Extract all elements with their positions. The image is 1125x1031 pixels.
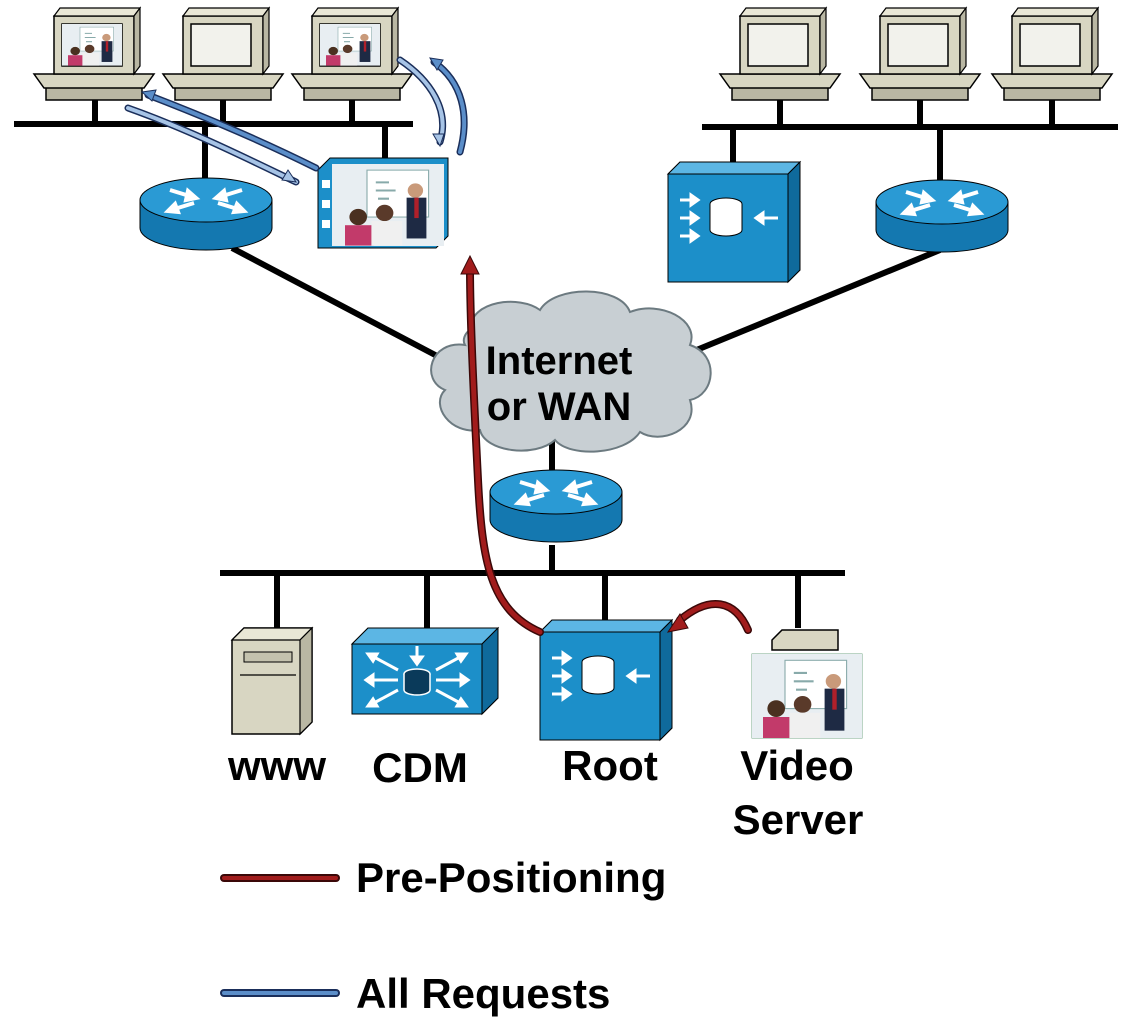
- legend-label-all-requests: All Requests: [356, 970, 611, 1017]
- root-content-engine: [538, 618, 674, 742]
- edge-content-engine: [317, 157, 449, 249]
- router-top-left: [138, 176, 274, 252]
- cdm-device-icon: [350, 626, 500, 716]
- video-server-label-line1: Video: [740, 742, 854, 789]
- root-label: Root: [562, 742, 658, 789]
- client-pc-right-1: [719, 7, 841, 101]
- pre-positioning-arrows: [460, 254, 752, 636]
- www-server-icon: [230, 626, 314, 736]
- all-requests-arrows: [124, 56, 468, 186]
- client-pc-left-1: [33, 7, 155, 101]
- router-core: [488, 468, 624, 544]
- video-server-label-line2: Server: [732, 796, 864, 843]
- client-pc-right-3: [991, 7, 1113, 101]
- legend-label-pre-positioning: Pre-Positioning: [356, 854, 667, 901]
- content-engine-top-right: [666, 160, 802, 284]
- client-pc-right-2: [859, 7, 981, 101]
- network-links: [14, 92, 1118, 630]
- client-pc-left-2: [162, 7, 284, 101]
- www-label: www: [227, 742, 326, 789]
- client-pc-left-3: [291, 7, 413, 101]
- cloud-label-line2: or WAN: [486, 385, 632, 429]
- video-server-icon: [750, 629, 864, 740]
- internet-cloud: [430, 290, 712, 453]
- router-top-right: [874, 178, 1010, 254]
- cdm-label: CDM: [372, 744, 468, 791]
- cloud-label-line1: Internet: [485, 339, 633, 383]
